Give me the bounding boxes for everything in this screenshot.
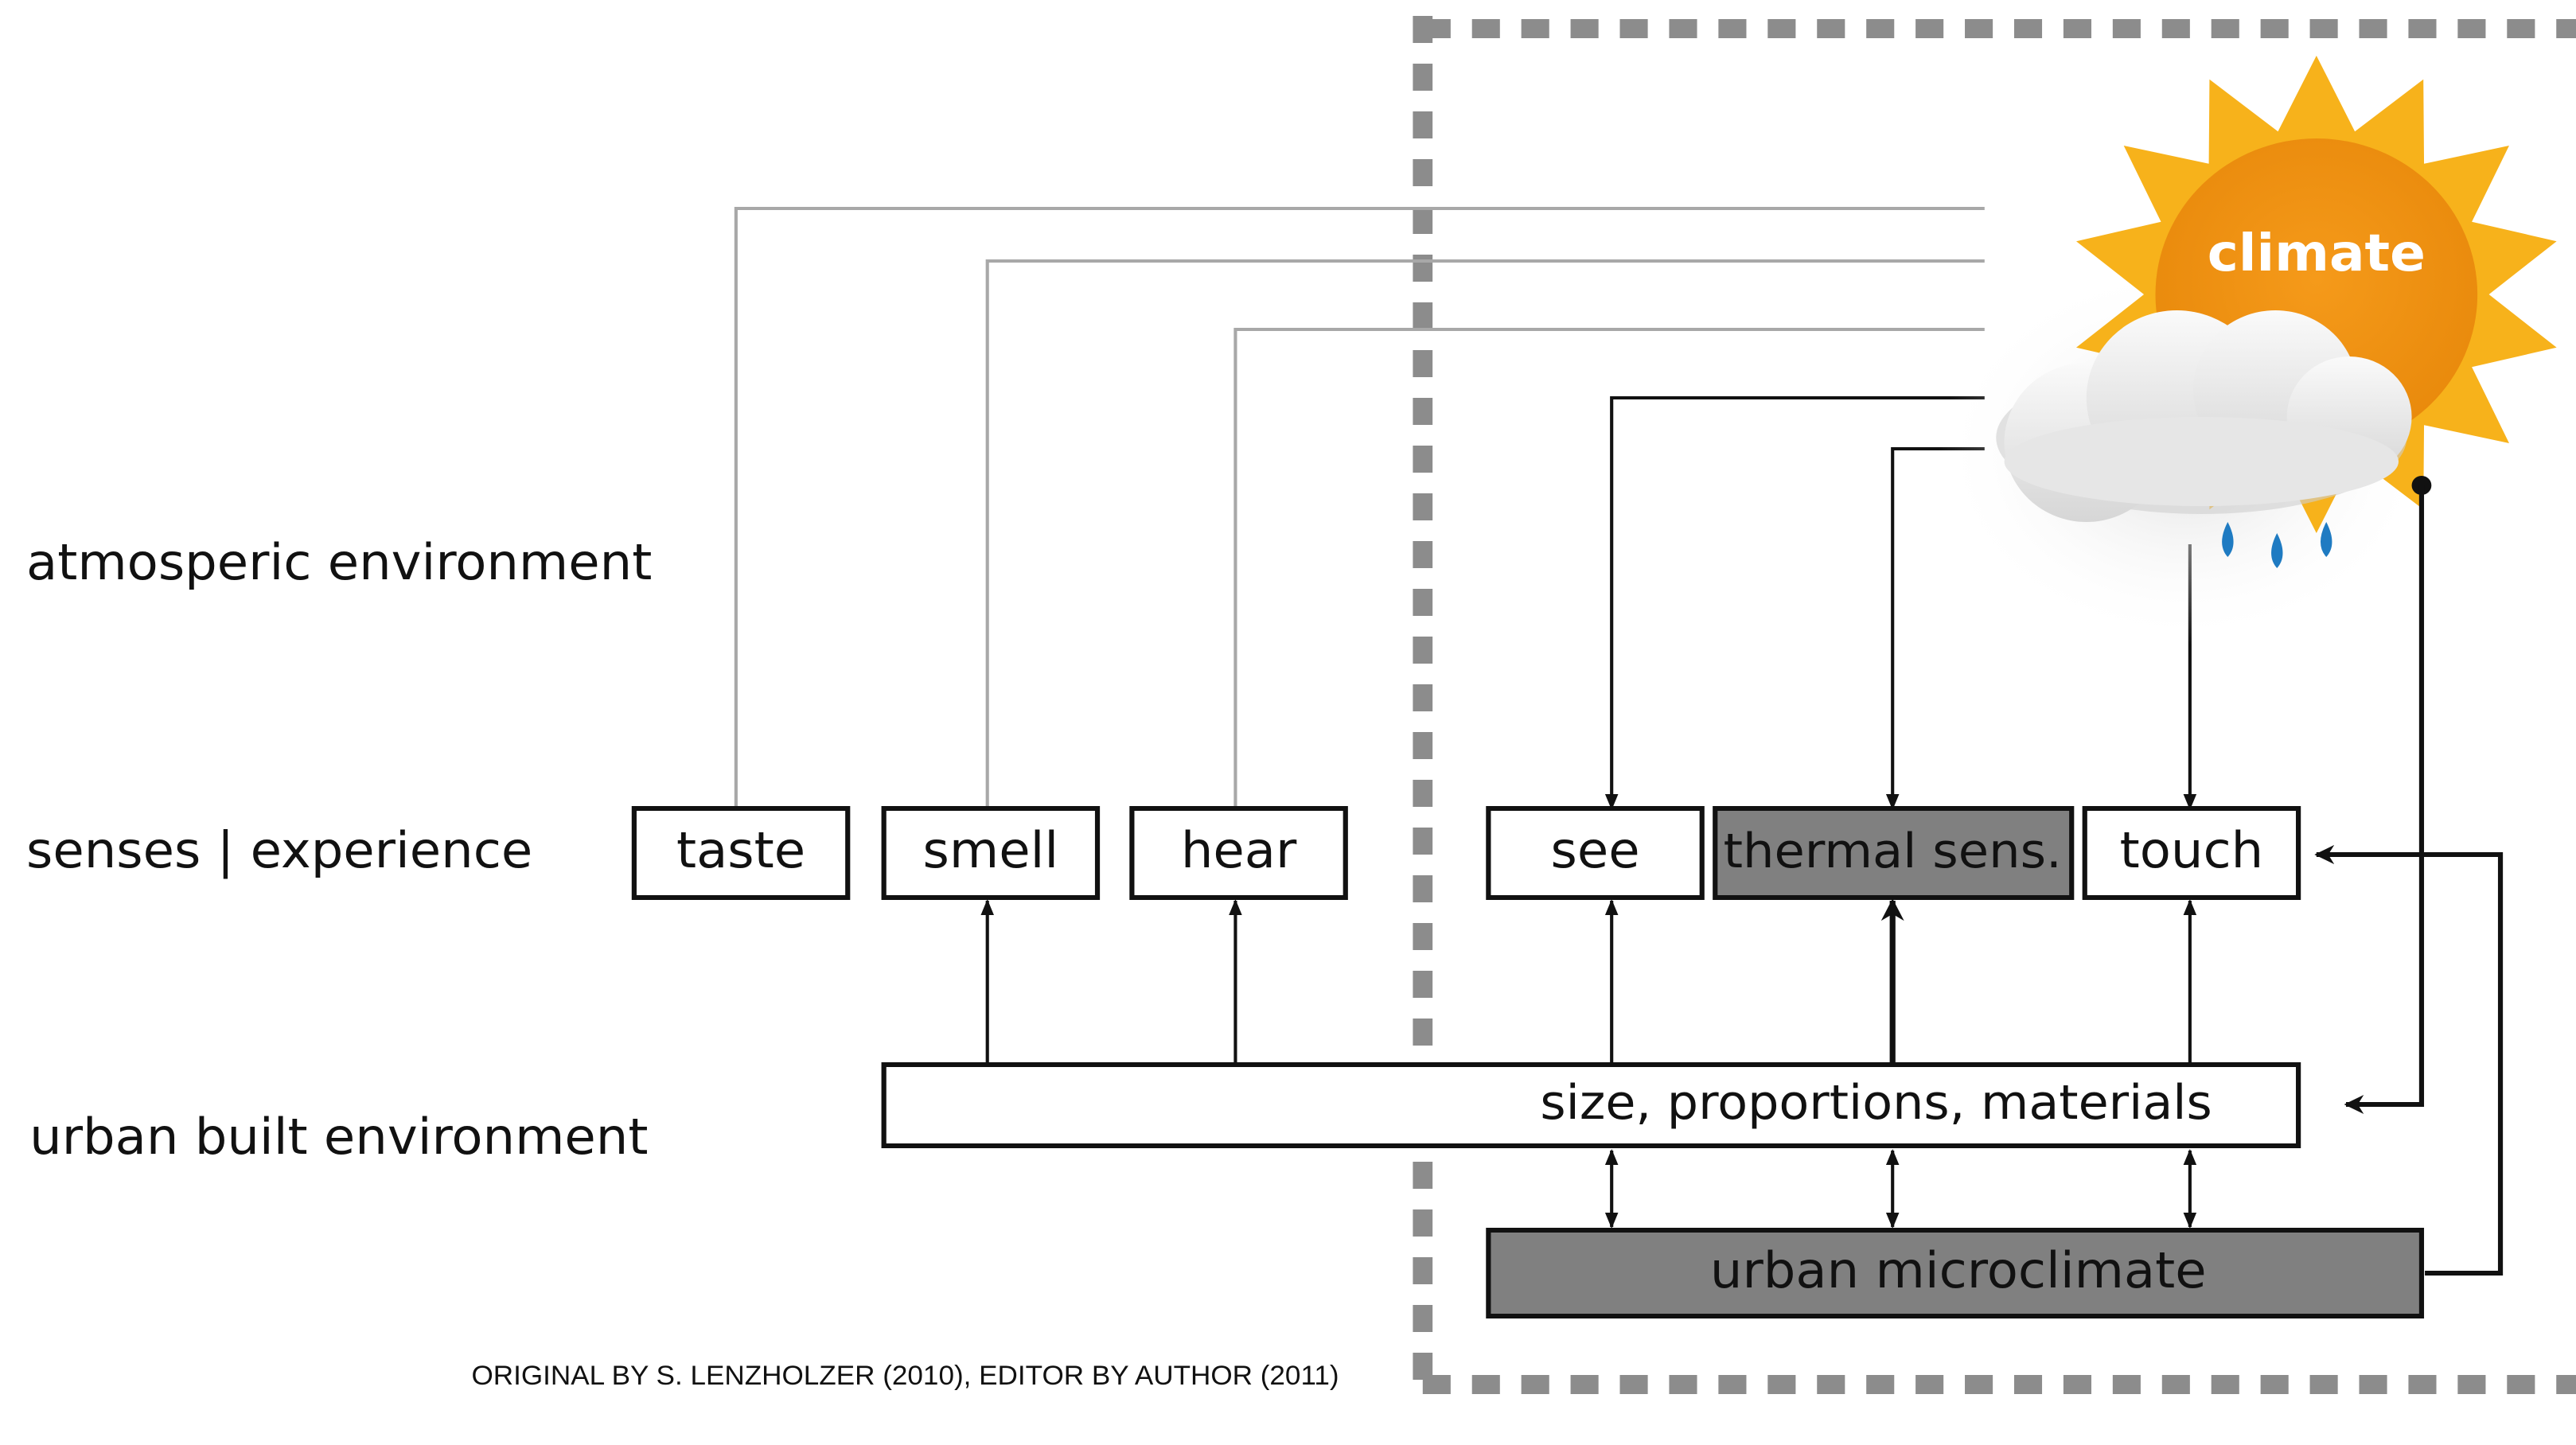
urban-built-environment-label: urban built environment	[29, 1108, 648, 1166]
sense-label-smell: smell	[923, 822, 1059, 879]
senses-experience-label: senses | experience	[26, 822, 532, 880]
sense-label-hear: hear	[1181, 822, 1297, 879]
sense-box-taste: taste	[631, 806, 851, 900]
climate-feedback-connectors	[2314, 476, 2504, 1276]
sense-box-see: see	[1486, 806, 1705, 900]
sense-box-touch: touch	[2082, 806, 2301, 900]
cloud-icon	[1996, 310, 2412, 522]
microclimate-box-label: urban microclimate	[1710, 1242, 2207, 1299]
credit-text: ORIGINAL BY S. LENZHOLZER (2010), EDITOR…	[471, 1361, 1339, 1390]
built-environment-box: size, proportions, materials	[881, 1062, 2301, 1148]
climate-region-boundary	[1413, 16, 2576, 1397]
built-microclimate-connectors	[1604, 1149, 2197, 1229]
sense-label-thermal: thermal sens.	[1724, 824, 2062, 879]
sense-label-see: see	[1551, 822, 1640, 879]
microclimate-box: urban microclimate	[1486, 1228, 2425, 1318]
distant-sense-connectors	[734, 207, 1985, 808]
sense-box-hear: hear	[1129, 806, 1348, 900]
climate-label: climate	[2208, 224, 2426, 283]
sense-box-thermal: thermal sens.	[1713, 806, 2075, 900]
atmospheric-environment-label: atmosperic environment	[26, 534, 652, 591]
sense-label-taste: taste	[676, 822, 805, 879]
climate-graphic: climate	[1939, 56, 2557, 645]
sense-box-smell: smell	[881, 806, 1101, 900]
built-environment-box-label: size, proportions, materials	[1540, 1075, 2212, 1131]
sense-label-touch: touch	[2120, 822, 2264, 879]
built-to-senses-connectors	[980, 899, 2197, 1065]
rain-drops-icon	[2222, 522, 2332, 568]
